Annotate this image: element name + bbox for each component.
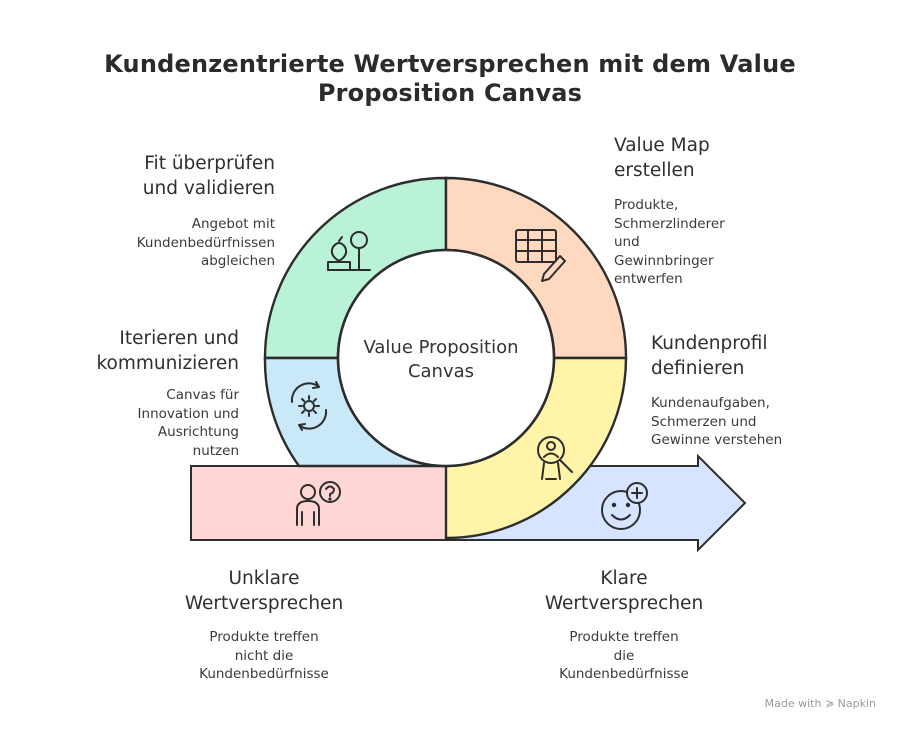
center-circle: [336, 248, 556, 468]
unclear-description: Produkte treffen nicht die Kundenbedürfn…: [199, 629, 329, 682]
fit-heading: Fit überprüfen und validieren: [142, 153, 275, 199]
value-map-description: Produkte, Schmerzlinderer und Gewinnbrin…: [614, 197, 725, 287]
scale-icon: [327, 231, 371, 271]
table-pencil-icon: [515, 229, 566, 282]
smile-plus-icon: [601, 482, 648, 530]
unclear-heading: Unklare Wertversprechen: [184, 568, 344, 614]
profile-description: Kundenaufgaben, Schmerzen und Gewinne ve…: [651, 395, 783, 448]
clear-heading: Klare Wertversprechen: [544, 568, 704, 614]
confused-person-icon: [296, 481, 341, 526]
magnifier-person-icon: [537, 436, 573, 480]
center-label: Value Proposition Canvas: [363, 337, 519, 382]
fit-description: Angebot mit Kundenbedürfnissen abgleiche…: [136, 216, 275, 269]
credit-brand: Napkin: [837, 697, 876, 710]
credit-prefix: Made with: [764, 697, 822, 710]
napkin-logo-icon: ≽: [825, 697, 835, 710]
unclear-bar: [190, 465, 447, 541]
iterate-description: Canvas für Innovation und Ausrichtung nu…: [137, 387, 239, 459]
page-title: Kundenzentrierte Wertversprechen mit dem…: [104, 50, 796, 107]
profile-heading: Kundenprofil definieren: [651, 333, 768, 379]
made-with-credit: Made with≽Napkin: [765, 697, 876, 710]
value-map-heading: Value Map erstellen: [614, 135, 710, 181]
iterate-heading: Iterieren und kommunizieren: [96, 328, 239, 374]
gear-cycle-icon: [290, 381, 328, 431]
clear-description: Produkte treffen die Kundenbedürfnisse: [559, 629, 689, 682]
